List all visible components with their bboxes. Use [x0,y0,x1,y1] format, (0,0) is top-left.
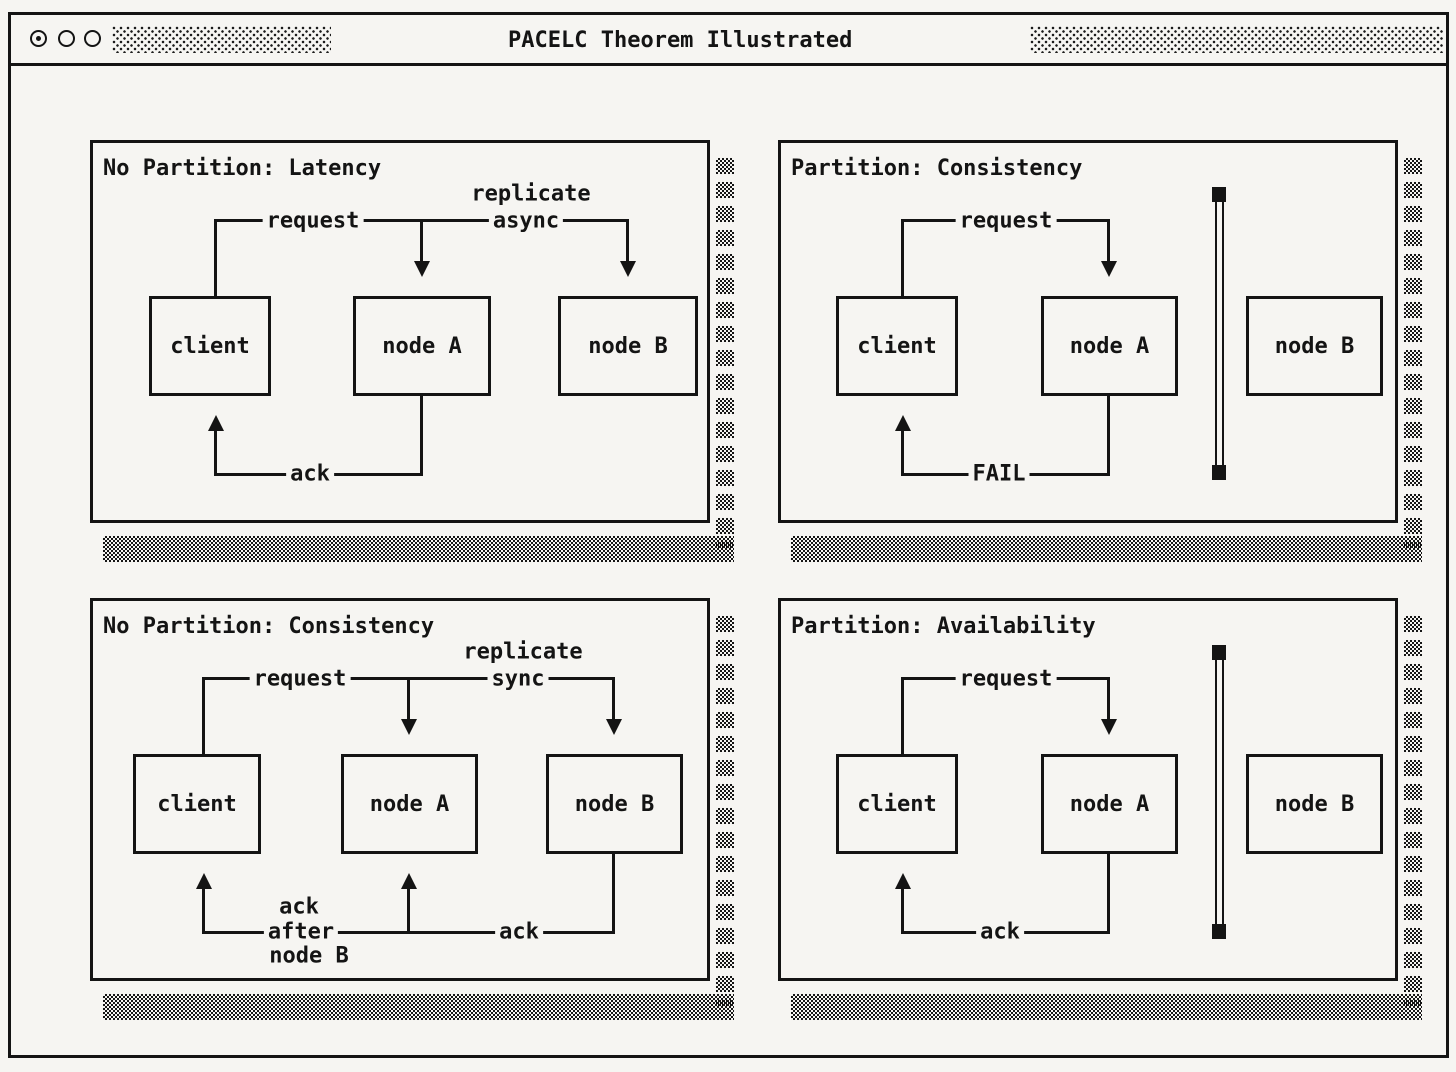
node-a-box: node A [1041,296,1178,396]
client-request-connector [202,677,205,754]
window-control-circle-icon[interactable] [58,30,75,47]
arrowhead-up-client-icon [895,415,911,431]
panel-shadow-bottom [791,536,1422,562]
panel-shadow-bottom [103,994,734,1020]
client-box-label: client [857,333,937,359]
node-b-drop-line [626,219,629,261]
request-label: request [262,208,364,234]
request-label: request [249,666,351,692]
partition-end-square-bottom [1212,465,1226,480]
arrowhead-up-client-icon [208,415,224,431]
node-b-box: node B [1246,754,1383,854]
node-b-box: node B [558,296,698,396]
panel-shadow-bottom [103,536,734,562]
client-box: client [836,754,958,854]
ack-to-node-a-line [407,888,410,934]
node-a-box: node A [353,296,491,396]
node-a-drop-line [420,219,423,261]
replicate-label: replicate [467,181,595,207]
fail-to-client-line [901,430,904,476]
client-box: client [836,296,958,396]
ack-after-label-line3: node B [265,943,353,969]
arrowhead-up-client-icon [196,873,212,889]
panel-partition-consistency: Partition: Consistency request client no… [778,140,1422,562]
control-inner-dot [36,36,41,41]
replicate-mode-label: async [488,208,564,234]
client-request-connector [901,219,904,296]
window-title: PACELC Theorem Illustrated [508,28,853,53]
panel-no-partition-consistency: No Partition: Consistency request replic… [90,598,734,1020]
node-a-box: node A [341,754,478,854]
panel-partition-availability: Partition: Availability request client n… [778,598,1422,1020]
window-control-circle-icon[interactable] [84,30,101,47]
panel-title: No Partition: Consistency [103,614,435,639]
replicate-mode-label: sync [487,666,549,692]
node-a-box: node A [1041,754,1178,854]
client-request-connector [901,677,904,754]
panel-title: No Partition: Latency [103,156,382,181]
ack-label: ack [286,461,334,487]
ack-after-label-line2: after [263,919,339,945]
client-box-label: client [157,791,237,817]
titlebar-dither-left [112,26,331,53]
panel-shadow-right [716,616,734,1006]
node-a-drop-line [407,677,410,719]
node-a-drop-line [1107,219,1110,261]
node-b-box: node B [546,754,683,854]
partition-double-line [1215,660,1224,924]
node-a-drop-line [1107,677,1110,719]
arrowhead-down-node-b-icon [606,719,622,735]
window-control-dotted-circle-icon[interactable] [30,30,47,47]
replicate-label: replicate [459,639,587,665]
client-request-connector [214,219,217,296]
arrowhead-up-client-icon [895,873,911,889]
node-a-box-label: node A [1069,333,1150,359]
panel-shadow-right [1404,616,1422,1006]
fail-label: FAIL [968,461,1030,487]
arrowhead-down-node-a-icon [1101,719,1117,735]
ack-from-node-a-line [1107,854,1110,934]
ack-b-label: ack [495,919,543,945]
node-b-box: node B [1246,296,1383,396]
ack-to-client-line [214,430,217,476]
panel-shadow-right [1404,158,1422,548]
ack-to-client-line [202,888,205,934]
node-a-box-label: node A [1069,791,1150,817]
titlebar-dither-right [1030,26,1443,53]
panel-title: Partition: Availability [791,614,1096,639]
ack-after-label-line1: ack [275,894,323,920]
client-box: client [149,296,271,396]
client-box-label: client [170,333,250,359]
panel-shadow-bottom [791,994,1422,1020]
panel-no-partition-latency: No Partition: Latency request replicate … [90,140,734,562]
ack-to-client-line [901,888,904,934]
arrowhead-down-node-b-icon [620,261,636,277]
arrowhead-up-node-a-icon [401,873,417,889]
panel-shadow-right [716,158,734,548]
node-b-box-label: node B [574,791,655,817]
node-b-drop-line [612,677,615,719]
node-b-box-label: node B [1274,791,1355,817]
arrowhead-down-node-a-icon [401,719,417,735]
partition-end-square-top [1212,645,1226,660]
client-box: client [133,754,261,854]
partition-double-line [1215,202,1224,466]
ack-from-node-a-line [420,396,423,476]
arrowhead-down-node-a-icon [1101,261,1117,277]
arrowhead-down-node-a-icon [414,261,430,277]
partition-end-square-bottom [1212,924,1226,939]
ack-from-node-b-line [612,854,615,934]
panel-title: Partition: Consistency [791,156,1083,181]
window-titlebar[interactable]: PACELC Theorem Illustrated [11,15,1446,66]
node-b-box-label: node B [588,333,668,359]
fail-from-node-a-line [1107,396,1110,476]
ack-label: ack [976,919,1024,945]
client-box-label: client [857,791,937,817]
partition-end-square-top [1212,187,1226,202]
request-label: request [955,666,1057,692]
node-b-box-label: node B [1274,333,1355,359]
node-a-box-label: node A [382,333,462,359]
node-a-box-label: node A [369,791,450,817]
request-label: request [955,208,1057,234]
